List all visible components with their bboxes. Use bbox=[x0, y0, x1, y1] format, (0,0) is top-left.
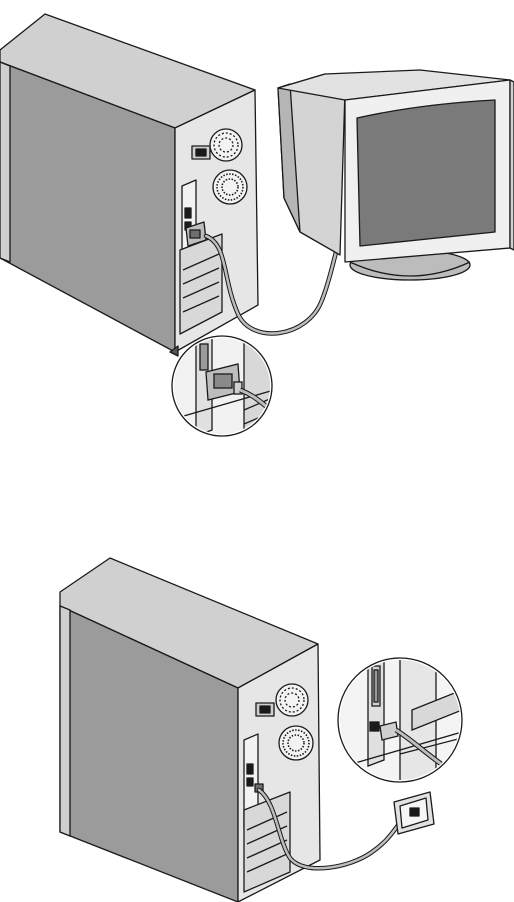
monitor-connection-illustration bbox=[0, 0, 514, 440]
power-socket-icon bbox=[192, 146, 210, 159]
network-connection-illustration bbox=[0, 540, 514, 902]
power-socket-icon bbox=[256, 703, 274, 716]
fan-grille-icon bbox=[210, 129, 242, 161]
fan-grille-icon bbox=[276, 684, 308, 716]
crt-monitor bbox=[278, 70, 514, 280]
rj45-jack-icon bbox=[410, 808, 419, 816]
rj45-wall-jack bbox=[394, 792, 434, 834]
network-connection-panel bbox=[0, 540, 514, 902]
fan-grille-icon bbox=[213, 170, 247, 204]
fan-grille-icon bbox=[279, 726, 313, 760]
tower-pc bbox=[0, 14, 258, 356]
tower-pc bbox=[60, 558, 320, 902]
monitor-screen bbox=[357, 100, 495, 246]
monitor-connection-panel bbox=[0, 0, 514, 440]
zoom-inset bbox=[338, 644, 462, 790]
